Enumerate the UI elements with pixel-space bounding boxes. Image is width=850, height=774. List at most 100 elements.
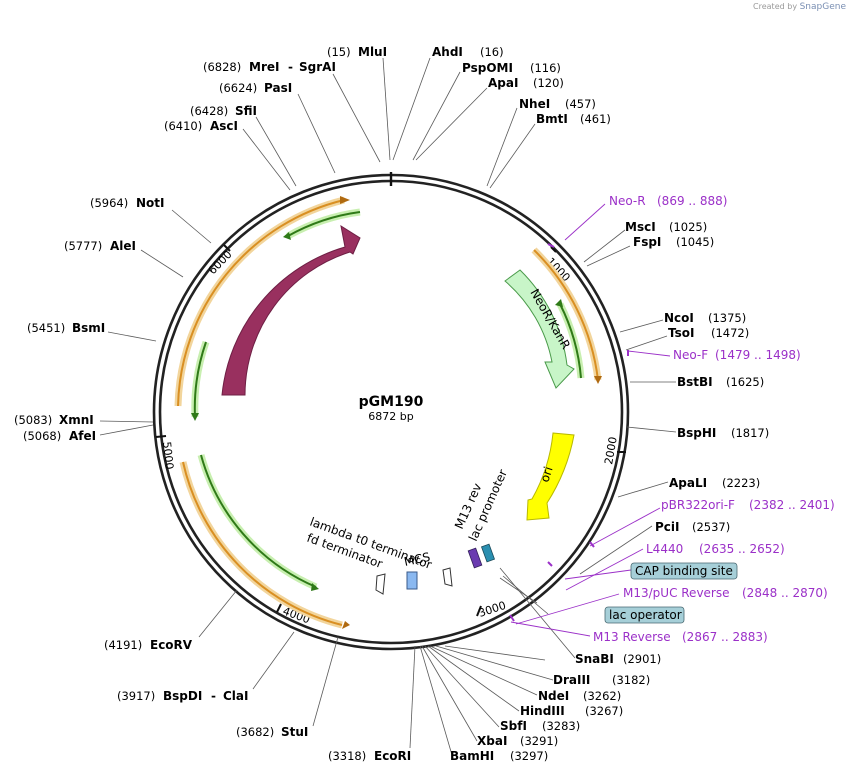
site-pcii[interactable]: PciI(2537) (655, 520, 730, 534)
primer-name-neo-f: Neo-F (673, 348, 708, 362)
site-msci[interactable]: MscI(1025) (625, 220, 707, 234)
orf-arrowhead-3 (594, 376, 602, 384)
leader-ncoi (619, 319, 664, 333)
leader-xmni (99, 420, 154, 423)
primer-leader-l4440 (565, 548, 644, 591)
site-pos-pspomi: (116) (530, 61, 561, 75)
site-xmni[interactable]: (5083)XmnI (14, 413, 94, 427)
tick-label-3000: 3000 (477, 599, 508, 620)
site-bstbi[interactable]: BstBI(1625) (677, 375, 764, 389)
orf-arrowhead-5 (191, 413, 199, 421)
site-pasi[interactable]: (6624)PasI (219, 81, 292, 95)
plasmid-title: pGM190 6872 bp (359, 394, 424, 423)
site-mlui[interactable]: (15)MluI (327, 45, 387, 59)
primer-m13-puc-reverse[interactable]: M13/pUC Reverse(2848 .. 2870) (623, 586, 828, 600)
site-name-afei: AfeI (69, 429, 96, 443)
orf-arrowhead-4 (283, 232, 291, 240)
primer-marks (509, 243, 629, 622)
primer-neo-r[interactable]: Neo-R(869 .. 888) (609, 194, 727, 208)
site-name-sgrai: SgrAI (299, 60, 336, 74)
site-name-mrei: MreI (249, 60, 279, 74)
site-bmti[interactable]: BmtI(461) (536, 112, 611, 126)
lac-operator[interactable]: lac operator (604, 606, 685, 624)
site-alei[interactable]: (5777)AleI (64, 239, 136, 253)
site-afei[interactable]: (5068)AfeI (23, 429, 96, 443)
leader-pspomi (412, 71, 461, 161)
site-draiii[interactable]: DraIII(3182) (553, 673, 650, 687)
feature-psg5-rep[interactable]: pSG5 Rep (221, 224, 361, 396)
site-snabi[interactable]: SnaBI(2901) (575, 652, 661, 666)
site-bsphi[interactable]: BspHI (1817) (677, 426, 769, 440)
leader-bsphi (626, 426, 677, 433)
primer-name-m13-puc: M13/pUC Reverse (623, 586, 730, 600)
site-asci[interactable]: (6410)AscI (164, 119, 238, 133)
orf-arrowhead-7 (555, 299, 563, 307)
site-bspdi-clai[interactable]: (3917)BspDI-ClaI (117, 689, 248, 703)
orf-arcs (174, 196, 602, 629)
site-pos-ndei: (3262) (583, 689, 621, 703)
site-pos-bsphi: (1817) (731, 426, 769, 440)
leaders-left (99, 57, 416, 749)
site-stui[interactable]: (3682)StuI (236, 725, 308, 739)
leader-m13-rev (499, 577, 538, 604)
primer-neo-f[interactable]: Neo-F(1479 .. 1498) (673, 348, 801, 362)
site-pos-nhei: (457) (565, 97, 596, 111)
leader-pasi (297, 93, 336, 174)
orf-left-bottom (182, 461, 343, 626)
site-pspomi[interactable]: PspOMI(116) (462, 61, 561, 75)
site-ecori[interactable]: (3318)EcoRI (328, 749, 411, 763)
feature-ori[interactable]: ori (526, 432, 575, 521)
site-apali[interactable]: ApaLI(2223) (669, 476, 760, 490)
site-name-xbai: XbaI (477, 734, 507, 748)
primer-leader-m13-puc (515, 593, 620, 625)
plasmid-name: pGM190 (359, 394, 424, 410)
cap-binding-site-box (630, 562, 738, 580)
site-xbai[interactable]: XbaI(3291) (477, 734, 558, 748)
site-sfii[interactable]: (6428)SfiI (190, 104, 257, 118)
site-fspi[interactable]: FspI(1045) (633, 235, 714, 249)
site-nhei[interactable]: NheI(457) (519, 97, 596, 111)
site-ecorv[interactable]: (4191)EcoRV (104, 638, 193, 652)
site-apai[interactable]: ApaI(120) (488, 76, 564, 90)
lac-promoter-box (480, 543, 496, 563)
lac-operator-box (604, 606, 685, 624)
site-bamhi[interactable]: BamHI(3297) (450, 749, 548, 763)
primer-m13-reverse[interactable]: M13 Reverse(2867 .. 2883) (593, 630, 768, 644)
site-tsoi[interactable]: TsoI(1472) (668, 326, 749, 340)
snapgene-credit: Created by SnapGene (753, 2, 846, 12)
site-noti[interactable]: (5964)NotI (90, 196, 165, 210)
fd-terminator-shape (442, 567, 453, 587)
leaders-right (392, 57, 677, 756)
leader-snabi-2 (444, 645, 546, 661)
site-hindiii[interactable]: HindIII (3267) (520, 704, 623, 718)
site-labels-left: (15)MluI (6828)MreI-SgrAI (6624)PasI (64… (14, 45, 411, 763)
site-sbfi[interactable]: SbfI(3283) (500, 719, 580, 733)
site-name-ecori: EcoRI (374, 749, 411, 763)
cap-binding-site[interactable]: CAP binding site (630, 562, 738, 580)
leader-alei (140, 249, 184, 278)
mark-m13 (509, 614, 515, 622)
site-name-ndei: NdeI (538, 689, 569, 703)
site-ahdi[interactable]: AhdI(16) (432, 45, 504, 59)
primer-l4440[interactable]: L4440(2635 .. 2652) (646, 542, 785, 556)
feature-terminators[interactable]: lambda t0 terminator fd terminator MCS (305, 515, 453, 595)
site-pos-asci: (6410) (164, 119, 202, 133)
primer-pbr322ori-f[interactable]: pBR322ori-F(2382 .. 2401) (661, 498, 835, 512)
feature-lac-promoter[interactable]: M13 rev lac promoter (452, 467, 510, 569)
site-pos-tsoi: (1472) (711, 326, 749, 340)
site-ndei[interactable]: NdeI (3262) (538, 689, 621, 703)
leader-mlui (382, 57, 391, 161)
leader-stui (312, 636, 339, 727)
leader-hindiii (427, 645, 520, 712)
site-mrei-sgrai[interactable]: (6828)MreI-SgrAI (203, 60, 336, 74)
site-name-hindiii: HindIII (520, 704, 565, 718)
site-pos-hindiii: (3267) (585, 704, 623, 718)
site-bsmi[interactable]: (5451)BsmI (27, 321, 105, 335)
leader-bsmi (107, 331, 157, 342)
site-pos-bamhi: (3297) (510, 749, 548, 763)
site-name-bsphi: BspHI (677, 426, 716, 440)
site-pos-bsmi: (5451) (27, 321, 65, 335)
site-ncoi[interactable]: NcoI(1375) (664, 311, 746, 325)
site-pos-alei: (5777) (64, 239, 102, 253)
